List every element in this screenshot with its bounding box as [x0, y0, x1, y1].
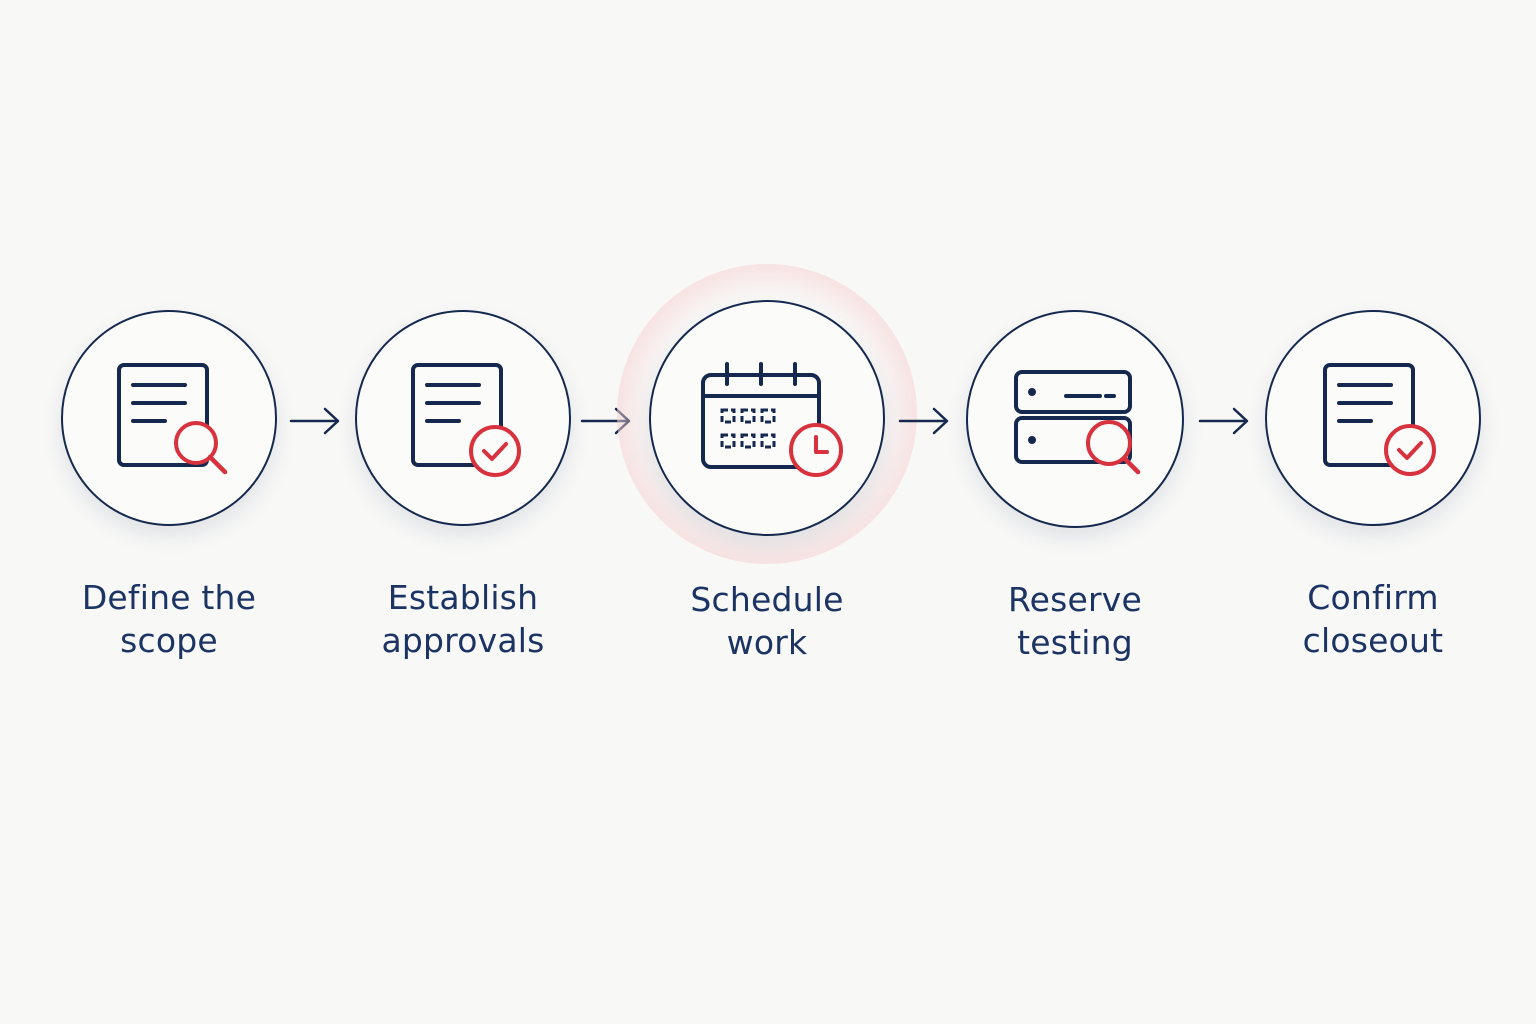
step-label: Schedule work — [690, 580, 844, 662]
calendar-clock-icon — [700, 361, 843, 477]
step-label: Establish approvals — [381, 578, 545, 660]
arrow-right-icon — [898, 407, 949, 435]
step-establish-approvals: Establish approvals — [303, 310, 623, 662]
step-schedule-work: Schedule work — [607, 264, 927, 664]
step-label: Define the scope — [81, 578, 257, 660]
step-define-scope: Define the scope — [9, 310, 329, 662]
arrow-right-icon — [1198, 407, 1249, 435]
step-circle — [966, 310, 1184, 528]
document-search-icon — [116, 362, 227, 474]
arrow-right-icon — [289, 407, 340, 435]
step-reserve-testing: Reserve testing — [915, 310, 1235, 664]
step-circle — [649, 300, 885, 536]
server-search-icon — [1013, 369, 1140, 474]
step-label: Reserve testing — [1007, 580, 1143, 662]
step-circle — [355, 310, 571, 526]
step-label: Confirm closeout — [1302, 578, 1444, 660]
document-check-icon — [1322, 362, 1436, 476]
step-circle — [61, 310, 277, 526]
document-check-icon — [410, 362, 521, 477]
step-circle — [1265, 310, 1481, 526]
step-confirm-closeout: Confirm closeout — [1213, 310, 1533, 662]
